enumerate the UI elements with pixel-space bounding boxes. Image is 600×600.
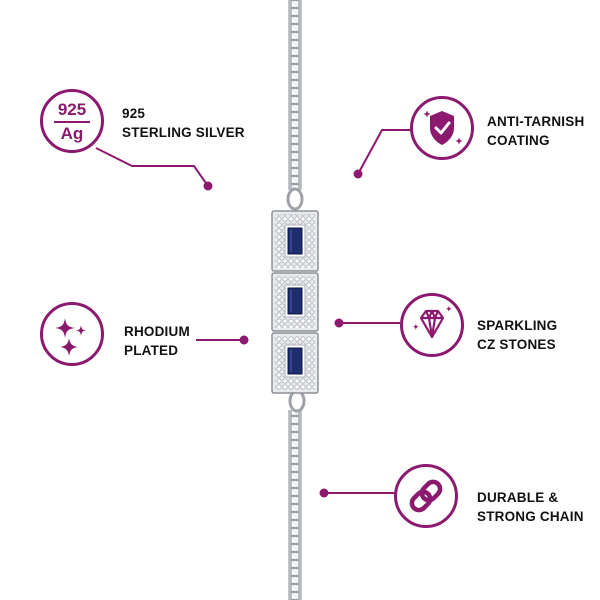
chain-link-icon bbox=[409, 479, 443, 513]
label-line-2: CZ STONES bbox=[477, 337, 556, 352]
label-line-2: STERLING SILVER bbox=[122, 125, 245, 140]
stone-station-3 bbox=[271, 332, 319, 394]
label-sterling-silver: 925 STERLING SILVER bbox=[122, 104, 245, 142]
label-line-1: 925 bbox=[122, 106, 146, 121]
sparkles-icon bbox=[55, 318, 86, 356]
silver-badge: 925 Ag bbox=[40, 89, 104, 153]
connector-dot bbox=[334, 318, 344, 328]
shield-check-icon bbox=[423, 110, 463, 145]
label-line-1: ANTI-TARNISH bbox=[487, 114, 585, 129]
sapphire-stone bbox=[287, 287, 303, 315]
label-anti-tarnish: ANTI-TARNISH COATING bbox=[487, 112, 584, 150]
rhodium-badge bbox=[40, 302, 104, 366]
chain-lower bbox=[288, 410, 302, 600]
label-line-1: RHODIUM bbox=[124, 324, 190, 339]
connector-silver bbox=[95, 147, 209, 187]
badge-number: 925 bbox=[57, 100, 87, 119]
anti-tarnish-badge bbox=[410, 96, 474, 160]
chain-badge bbox=[394, 464, 458, 528]
label-cz-stones: SPARKLING CZ STONES bbox=[477, 316, 557, 354]
label-line-2: STRONG CHAIN bbox=[477, 509, 584, 524]
stone-station-2 bbox=[271, 272, 319, 332]
cz-stones-badge bbox=[400, 293, 464, 357]
connector-dot bbox=[203, 181, 213, 191]
label-line-2: PLATED bbox=[124, 343, 179, 358]
connector-dot bbox=[353, 169, 363, 179]
label-line-1: DURABLE & bbox=[477, 490, 559, 505]
connector-dot bbox=[319, 488, 329, 498]
sapphire-stone bbox=[287, 227, 303, 255]
jump-ring-bottom bbox=[288, 389, 306, 413]
connector-dot bbox=[239, 335, 249, 345]
jump-ring-top bbox=[286, 187, 304, 211]
label-line-1: SPARKLING bbox=[477, 318, 558, 333]
stone-station-1 bbox=[271, 210, 319, 272]
chain-upper bbox=[288, 0, 302, 190]
diamond-icon bbox=[413, 306, 452, 339]
badge-symbol: Ag bbox=[60, 124, 84, 143]
badge-divider bbox=[54, 121, 90, 123]
label-chain: DURABLE & STRONG CHAIN bbox=[477, 488, 584, 526]
connector-anti-tarnish bbox=[357, 129, 414, 175]
label-rhodium: RHODIUM PLATED bbox=[124, 322, 190, 360]
label-line-2: COATING bbox=[487, 133, 550, 148]
sapphire-stone bbox=[287, 347, 303, 375]
